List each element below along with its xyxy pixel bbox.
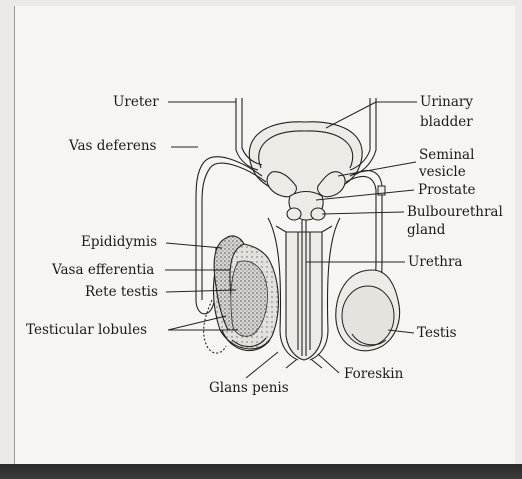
- label-vas-deferens: Vas deferens: [68, 138, 157, 154]
- label-glans-penis: Glans penis: [209, 380, 289, 396]
- label-prostate: Prostate: [418, 182, 475, 198]
- label-seminal-vesicle-line1: Seminal: [419, 147, 474, 163]
- label-testicular-lobules: Testicular lobules: [26, 322, 147, 338]
- label-testis: Testis: [417, 325, 457, 341]
- label-urethra: Urethra: [408, 254, 462, 270]
- label-bulbourethral-line2: gland: [407, 222, 446, 238]
- label-seminal-vesicle-line2: vesicle: [418, 164, 466, 180]
- label-rete-testis: Rete testis: [85, 284, 158, 300]
- urinary-bladder: [249, 122, 362, 196]
- label-epididymis: Epididymis: [81, 234, 157, 250]
- penis: [268, 218, 340, 368]
- label-bulbourethral-line1: Bulbourethral: [407, 204, 503, 220]
- label-foreskin: Foreskin: [344, 366, 404, 382]
- label-urinary-bladder-line2: bladder: [420, 114, 473, 130]
- label-vasa-efferentia: Vasa efferentia: [51, 262, 154, 278]
- testis-right: [336, 270, 400, 351]
- testis-left-section: [204, 236, 279, 353]
- label-urinary-bladder-line1: Urinary: [420, 94, 473, 110]
- label-ureter: Ureter: [113, 94, 159, 110]
